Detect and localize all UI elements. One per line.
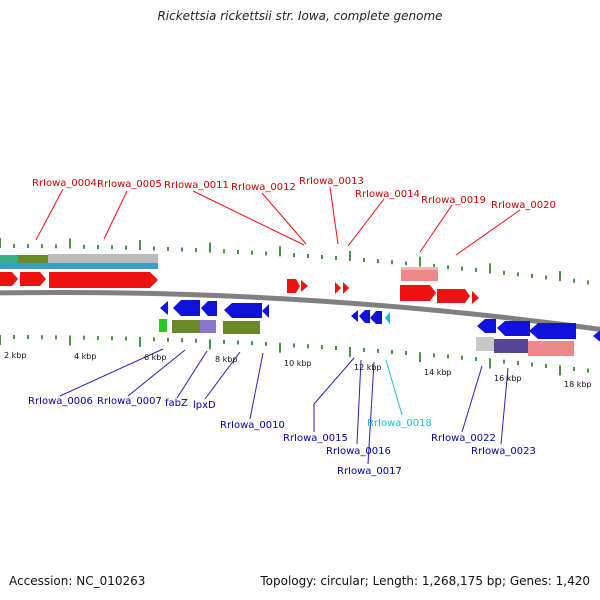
gene-arrow[interactable]	[301, 280, 308, 292]
gene-arrow[interactable]	[335, 282, 341, 294]
scale-label: 4 kbp	[74, 352, 96, 361]
gene-label[interactable]: RrIowa_0010	[220, 420, 285, 431]
green-feature-bar	[172, 320, 200, 333]
reverse-label-callouts	[59, 348, 509, 465]
gene-label[interactable]: RrIowa_0023	[471, 446, 536, 457]
gene-label[interactable]: RrIowa_0005	[97, 179, 162, 190]
gene-arrow[interactable]	[160, 301, 168, 315]
scale-label: 18 kbp	[564, 380, 592, 389]
gene-arrow[interactable]	[351, 310, 358, 322]
feature-tracks	[0, 254, 574, 356]
highlight-gene-label[interactable]: RrIowa_0018	[367, 418, 432, 429]
forward-gene-labels: RrIowa_0004 RrIowa_0005 RrIowa_0011 RrIo…	[32, 176, 556, 211]
gene-label[interactable]: RrIowa_0019	[421, 195, 486, 206]
gene-label[interactable]: RrIowa_0006	[28, 396, 93, 407]
teal-feature-bar	[0, 255, 18, 263]
gene-label[interactable]: RrIowa_0011	[164, 180, 229, 191]
accession-text: Accession: NC_010263	[9, 574, 146, 588]
gene-label[interactable]: RrIowa_0016	[326, 446, 391, 457]
genome-backbone	[0, 289, 600, 332]
genome-summary-text: Topology: circular; Length: 1,268,175 bp…	[260, 574, 590, 588]
gene-label[interactable]: RrIowa_0014	[355, 189, 420, 200]
gray-feature-bar	[476, 337, 494, 351]
scale-label: 12 kbp	[354, 363, 382, 372]
gene-arrow[interactable]	[472, 291, 479, 304]
gene-label[interactable]: RrIowa_0007	[97, 396, 162, 407]
forward-strand-genes	[0, 272, 479, 304]
scale-label: 10 kbp	[284, 359, 312, 368]
gene-arrow[interactable]	[400, 285, 436, 301]
inner-tick-marks	[0, 335, 589, 376]
gene-label[interactable]: RrIowa_0022	[431, 433, 496, 444]
gene-arrow[interactable]	[343, 282, 349, 294]
scale-labels: 2 kbp 4 kbp 6 kbp 8 kbp 10 kbp 12 kbp 14…	[4, 351, 592, 389]
lavender-feature-bar	[200, 320, 216, 333]
gene-label[interactable]: RrIowa_0012	[231, 182, 296, 193]
blue-feature-bar	[0, 263, 158, 269]
pink-feature-bar	[401, 267, 438, 281]
gene-label[interactable]: RrIowa_0017	[337, 466, 402, 477]
outer-tick-marks	[0, 238, 589, 285]
reverse-strand-genes	[160, 300, 600, 344]
gene-arrow[interactable]	[529, 323, 576, 339]
gray-feature-bar	[48, 254, 158, 263]
gene-label[interactable]: RrIowa_0004	[32, 178, 97, 189]
gene-arrow[interactable]	[359, 310, 370, 323]
green-feature-bar	[0, 255, 48, 263]
gene-arrow[interactable]	[437, 289, 470, 303]
gene-label[interactable]: RrIowa_0013	[299, 176, 364, 187]
highlight-label-callout	[385, 359, 403, 416]
pink-feature-bar	[528, 341, 574, 356]
gene-arrow[interactable]	[224, 303, 262, 318]
gene-arrow[interactable]	[173, 300, 200, 316]
gene-arrow[interactable]	[370, 311, 382, 324]
gene-arrow[interactable]	[201, 301, 217, 316]
scale-label: 16 kbp	[494, 374, 522, 383]
gene-arrow[interactable]	[49, 272, 158, 288]
lavender-feature-bar	[494, 339, 528, 353]
gene-arrow[interactable]	[497, 321, 530, 336]
green-feature-bar	[159, 319, 167, 332]
gene-arrow[interactable]	[20, 272, 46, 286]
forward-label-callouts	[35, 186, 521, 256]
gene-arrow[interactable]	[593, 328, 600, 344]
map-title: Rickettsia rickettsii str. Iowa, complet…	[157, 9, 443, 23]
gene-label[interactable]: lpxD	[193, 400, 216, 411]
green-feature-bar	[223, 321, 260, 334]
scale-label: 14 kbp	[424, 368, 452, 377]
reverse-gene-labels: RrIowa_0006 RrIowa_0007 fabZ lpxD RrIowa…	[28, 396, 536, 477]
scale-label: 2 kbp	[4, 351, 26, 360]
gene-label[interactable]: fabZ	[165, 398, 188, 409]
highlighted-gene-arrow[interactable]	[385, 312, 390, 324]
gene-arrow[interactable]	[477, 319, 496, 333]
gene-label[interactable]: RrIowa_0020	[491, 200, 556, 211]
scale-label: 6 kbp	[144, 353, 166, 362]
gene-arrow[interactable]	[287, 279, 300, 293]
scale-label: 8 kbp	[215, 355, 237, 364]
gene-label[interactable]: RrIowa_0015	[283, 433, 348, 444]
gene-arrow[interactable]	[262, 304, 269, 318]
gene-arrow[interactable]	[0, 272, 18, 286]
